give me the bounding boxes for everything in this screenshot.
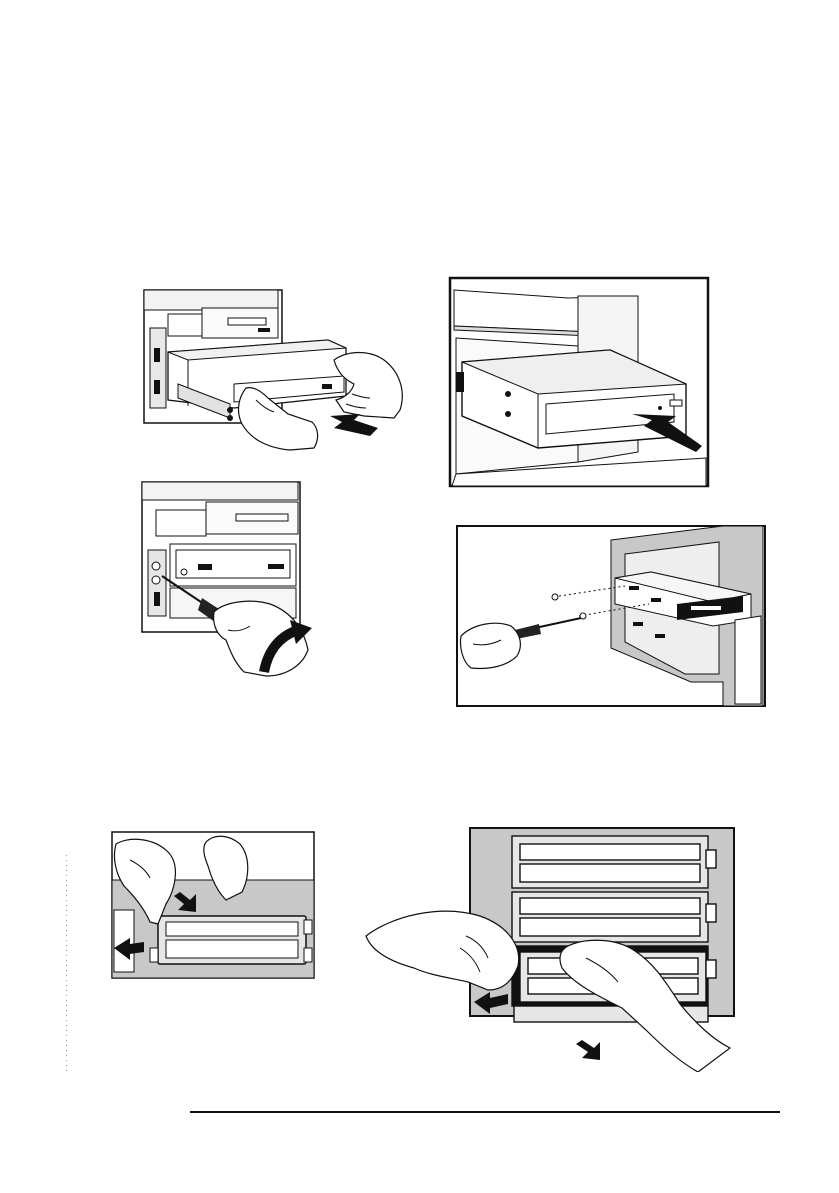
drive-into-bay-icon	[448, 276, 712, 492]
screwing-drive-in-case-icon	[455, 524, 767, 708]
remove-bay-cover-icon	[110, 830, 316, 980]
figure-screwdriver-fasten	[140, 480, 322, 680]
figure-pull-bay-covers	[362, 826, 754, 1072]
screwdriver-fastening-icon	[140, 480, 322, 680]
figure-drive-into-bay	[448, 276, 712, 492]
footer-rule	[190, 1111, 780, 1113]
figure-insert-drive-hands	[138, 288, 410, 458]
pull-bay-cover-stack-icon	[362, 826, 754, 1072]
figure-screw-in-case	[455, 524, 767, 708]
figure-remove-bay-cover	[110, 830, 316, 980]
hands-inserting-drive-icon	[138, 288, 410, 458]
scan-margin-dots	[66, 855, 67, 1075]
